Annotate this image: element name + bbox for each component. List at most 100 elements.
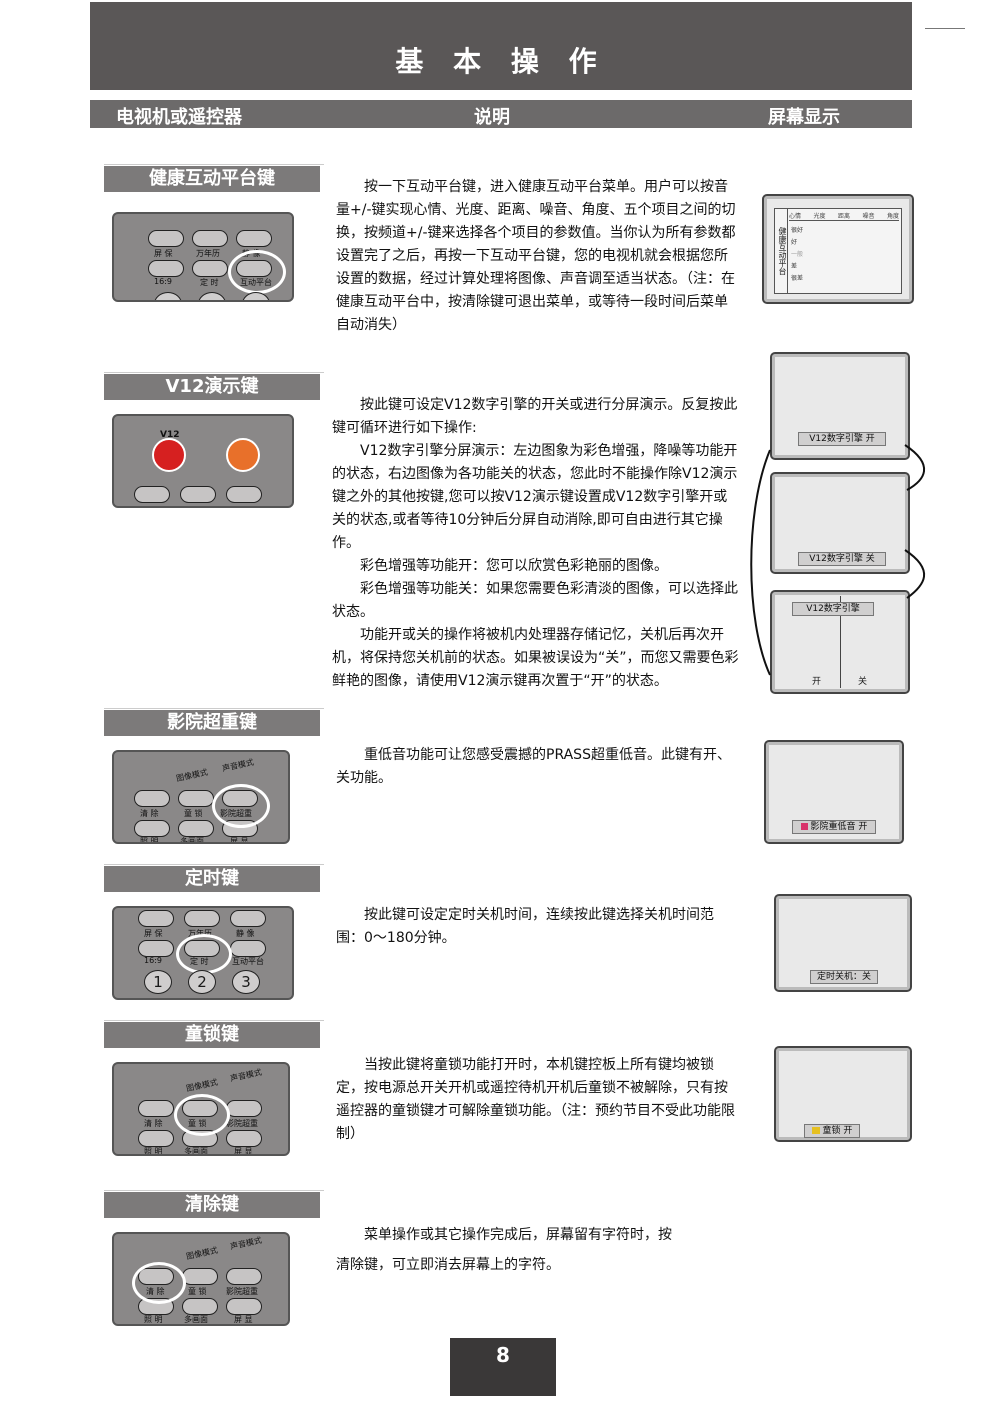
description-clear: 菜单操作或其它操作完成后，屏幕留有字符时，按 清除键，可立即消去屏幕上的字符。 bbox=[336, 1220, 740, 1280]
remote-clear: 图像模式 声音模式 清 除 童 锁 影院超重 照 明 多画面 屏 显 bbox=[112, 1232, 290, 1326]
remote-button bbox=[134, 820, 170, 837]
remote-label: 图像模式 bbox=[185, 1077, 219, 1094]
v12-button-icon bbox=[152, 438, 186, 472]
paragraph: 按一下互动平台键，进入健康互动平台菜单。用户可以按音量+/-键实现心情、光度、距… bbox=[336, 179, 736, 333]
paragraph: 菜单操作或其它操作完成后，屏幕留有字符时，按 bbox=[364, 1227, 672, 1243]
remote-label: 声音模式 bbox=[229, 1235, 263, 1252]
page-number: 8 bbox=[450, 1338, 556, 1396]
remote-number-button: 2 bbox=[188, 970, 216, 994]
screen-v12-split: V12数字引擎 开 关 bbox=[770, 590, 910, 694]
page-title: 基 本 操 作 bbox=[395, 45, 607, 78]
tab-cinema: 影院超重键 bbox=[104, 708, 324, 736]
screen-v12-off: V12数字引擎 关 bbox=[770, 472, 910, 574]
menu-item: 光度 bbox=[813, 213, 826, 220]
remote-label: 声音模式 bbox=[229, 1067, 263, 1084]
tab-clear: 清除键 bbox=[104, 1190, 324, 1218]
remote-health: 屏 保 万年历 静 像 16:9 定 时 互动平台 bbox=[112, 212, 294, 302]
remote-button bbox=[138, 1100, 174, 1117]
option: 好 bbox=[791, 239, 798, 246]
remote-label: 屏 保 bbox=[154, 249, 173, 258]
screen-child-lock: 童锁 开 bbox=[774, 1046, 912, 1142]
highlight-ring bbox=[132, 1262, 186, 1304]
remote-number-button bbox=[198, 292, 226, 300]
menu-item: 心情 bbox=[789, 213, 802, 220]
tab-health: 健康互动平台键 bbox=[104, 164, 324, 192]
remote-button bbox=[184, 910, 220, 927]
paragraph: 彩色增强等功能开：您可以欣赏色彩艳丽的图像。 bbox=[360, 558, 668, 574]
split-divider bbox=[840, 596, 841, 688]
remote-label: 清 除 bbox=[144, 1119, 163, 1128]
remote-button bbox=[192, 260, 228, 277]
option: 很差 bbox=[791, 275, 804, 282]
header-bar bbox=[90, 2, 912, 90]
remote-label: 屏 显 bbox=[234, 1147, 253, 1156]
health-menu-side: 健康互动平台 bbox=[775, 209, 788, 293]
remote-button bbox=[180, 486, 216, 503]
remote-button bbox=[226, 486, 262, 503]
paragraph: 彩色增强等功能关：如果您需要色彩清淡的图像，可以选择此状态。 bbox=[332, 581, 738, 620]
description-v12: 按此键可设定V12数字引擎的开关或进行分屏演示。反复按此键可循环进行如下操作: … bbox=[332, 394, 740, 693]
remote-label: 影院超重 bbox=[226, 1119, 258, 1128]
arrow-off-to-split bbox=[904, 549, 926, 599]
remote-label: 照 明 bbox=[144, 1147, 163, 1156]
column-left: 电视机或遥控器 bbox=[116, 107, 242, 128]
arrow-split-to-on bbox=[750, 449, 771, 676]
remote-button bbox=[236, 230, 272, 247]
menu-item: 噪音 bbox=[862, 213, 875, 220]
remote-label: 照 明 bbox=[144, 1315, 163, 1324]
option: 很好 bbox=[791, 227, 804, 234]
remote-number-button: 1 bbox=[144, 970, 172, 994]
column-right: 屏幕显示 bbox=[768, 107, 840, 128]
v12-label: V12 bbox=[160, 430, 180, 440]
remote-label: 互动平台 bbox=[232, 957, 264, 966]
split-right-label: 关 bbox=[858, 677, 868, 687]
health-options: 很好 好 一般 差 很差 bbox=[791, 225, 803, 285]
remote-button bbox=[230, 940, 266, 957]
remote-label: 照 明 bbox=[140, 837, 159, 844]
remote-label: 声音模式 bbox=[221, 757, 255, 774]
remote-label: 屏 保 bbox=[144, 929, 163, 938]
screen-v12-on: V12数字引擎 开 bbox=[770, 352, 910, 460]
remote-label: 图像模式 bbox=[185, 1245, 219, 1262]
description-health: 按一下互动平台键，进入健康互动平台菜单。用户可以按音量+/-键实现心情、光度、距… bbox=[336, 176, 738, 337]
description-child-lock: 当按此键将童锁功能打开时，本机键控板上所有键均被锁定，按电源总开关开机或遥控待机… bbox=[336, 1054, 740, 1146]
paragraph: 按此键可设定定时关机时间，连续按此键选择关机时间范围：0～180分钟。 bbox=[336, 907, 714, 946]
screen-timer: 定时关机：关 bbox=[774, 894, 912, 992]
tab-v12: V12演示键 bbox=[104, 372, 324, 400]
remote-number-button bbox=[154, 292, 182, 300]
remote-label: 童 锁 bbox=[184, 809, 203, 818]
remote-button bbox=[178, 790, 214, 807]
remote-label: 童 锁 bbox=[188, 1287, 207, 1296]
osd-timer: 定时关机：关 bbox=[810, 970, 878, 984]
remote-button bbox=[148, 230, 184, 247]
remote-button bbox=[182, 1298, 218, 1315]
remote-label: 万年历 bbox=[188, 929, 212, 938]
lock-icon bbox=[811, 1127, 820, 1134]
power-button-icon bbox=[226, 438, 260, 472]
highlight-ring bbox=[176, 934, 232, 974]
remote-button bbox=[182, 1268, 218, 1285]
remote-button bbox=[138, 1130, 174, 1147]
remote-button bbox=[134, 486, 170, 503]
paragraph: 按此键可设定V12数字引擎的开关或进行分屏演示。反复按此键可循环进行如下操作: bbox=[332, 397, 738, 436]
cycle-arrows bbox=[750, 444, 926, 676]
remote-button bbox=[148, 260, 184, 277]
remote-label: 屏 显 bbox=[234, 1315, 253, 1324]
highlight-ring bbox=[212, 784, 270, 828]
remote-number-button bbox=[242, 292, 270, 300]
remote-label: 16:9 bbox=[144, 956, 162, 965]
remote-label: 16:9 bbox=[154, 277, 172, 286]
remote-button bbox=[226, 1130, 262, 1147]
menu-item: 距离 bbox=[837, 213, 850, 220]
column-header-bar: 电视机或遥控器 说明 屏幕显示 bbox=[90, 100, 912, 128]
remote-label: 多画面 bbox=[184, 1147, 208, 1156]
remote-number-button: 3 bbox=[232, 970, 260, 994]
paragraph: 功能开或关的操作将被机内处理器存储记忆，关机后再次开机，将保持您关机前的状态。如… bbox=[332, 627, 739, 689]
screen-health: 健康互动平台 心情 光度 距离 噪音 角度 很好 好 一般 差 很差 bbox=[762, 194, 914, 304]
highlight-ring bbox=[174, 1094, 230, 1136]
remote-button bbox=[178, 820, 214, 837]
remote-label: 定 时 bbox=[200, 278, 219, 287]
remote-label: 静 像 bbox=[236, 929, 255, 938]
menu-item: 角度 bbox=[886, 213, 899, 220]
paragraph: 当按此键将童锁功能打开时，本机键控板上所有键均被锁定，按电源总开关开机或遥控待机… bbox=[336, 1057, 735, 1142]
